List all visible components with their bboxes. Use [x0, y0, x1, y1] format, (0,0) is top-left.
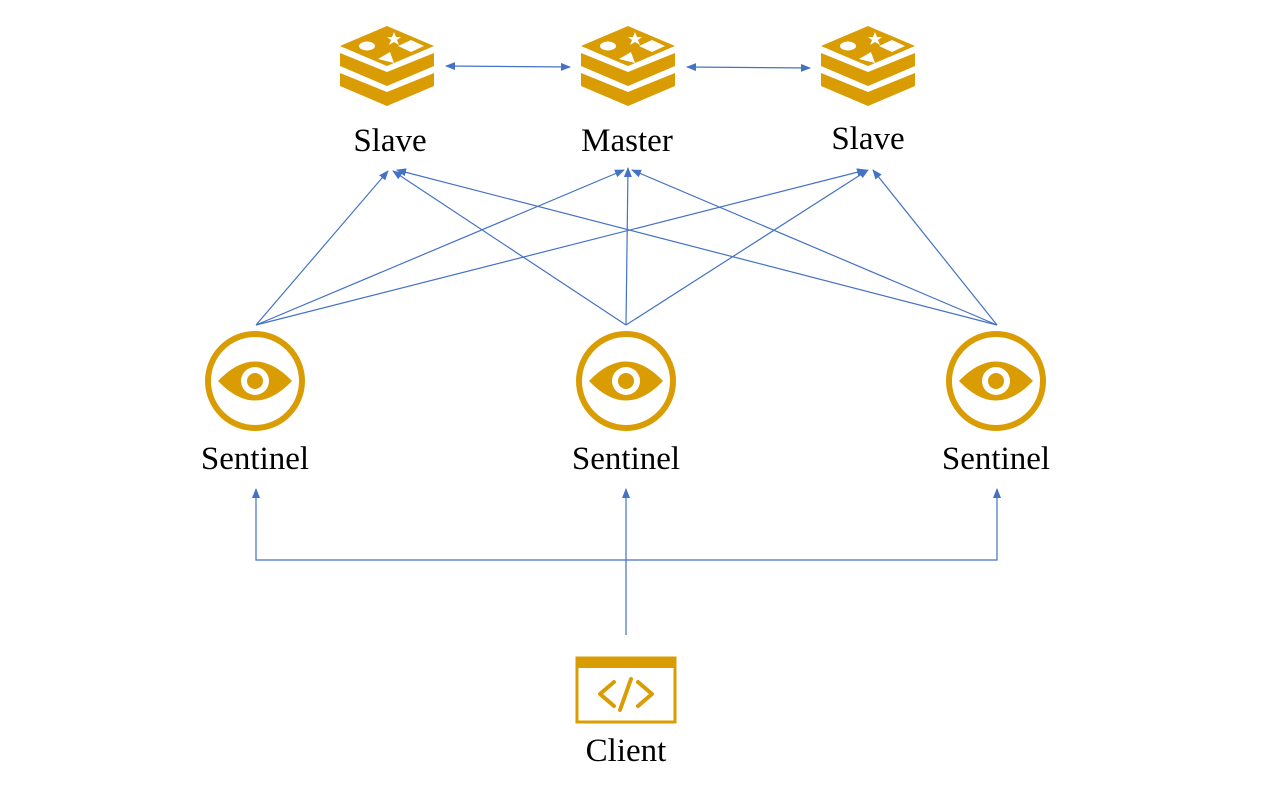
edge-sentinel-center-slave-left — [392, 170, 627, 326]
edge-sentinel-left-master — [255, 169, 625, 326]
code-window-icon — [575, 656, 677, 724]
node-slave-right: Slave — [821, 26, 915, 157]
node-label-sentinel-right: Sentinel — [942, 441, 1050, 477]
edge-sentinel-center-slave-right — [625, 169, 869, 326]
edge-sentinel-left-slave-right — [255, 168, 867, 326]
node-label-slave-left: Slave — [353, 123, 426, 159]
node-label-client: Client — [586, 733, 667, 769]
node-slave-left: Slave — [340, 26, 434, 159]
edge-sentinel-center-master — [623, 167, 632, 326]
edges — [252, 62, 1001, 635]
eye-icon — [579, 334, 673, 428]
node-label-slave-right: Slave — [831, 121, 904, 157]
edge-sentinel-left-slave-left — [255, 170, 389, 326]
redis-icon — [821, 26, 915, 106]
node-label-master: Master — [581, 123, 673, 159]
node-label-sentinel-left: Sentinel — [201, 441, 309, 477]
node-sentinel-center: Sentinel — [572, 334, 680, 477]
edge-sentinel-right-master — [631, 169, 998, 326]
edge-client-sentinel-left — [252, 488, 626, 561]
edge-client-sentinel-right — [626, 488, 1001, 561]
edge-sentinel-right-slave-left — [396, 168, 998, 326]
edge-slave-left-master — [445, 62, 571, 71]
edge-sentinel-right-slave-right — [872, 169, 998, 326]
redis-icon — [340, 26, 434, 106]
eye-icon — [208, 334, 302, 428]
node-master: Master — [581, 26, 675, 159]
node-label-sentinel-center: Sentinel — [572, 441, 680, 477]
node-sentinel-right: Sentinel — [942, 334, 1050, 477]
edge-master-slave-right — [686, 63, 811, 72]
eye-icon — [949, 334, 1043, 428]
node-client: Client — [575, 656, 677, 769]
redis-icon — [581, 26, 675, 106]
node-sentinel-left: Sentinel — [201, 334, 309, 477]
